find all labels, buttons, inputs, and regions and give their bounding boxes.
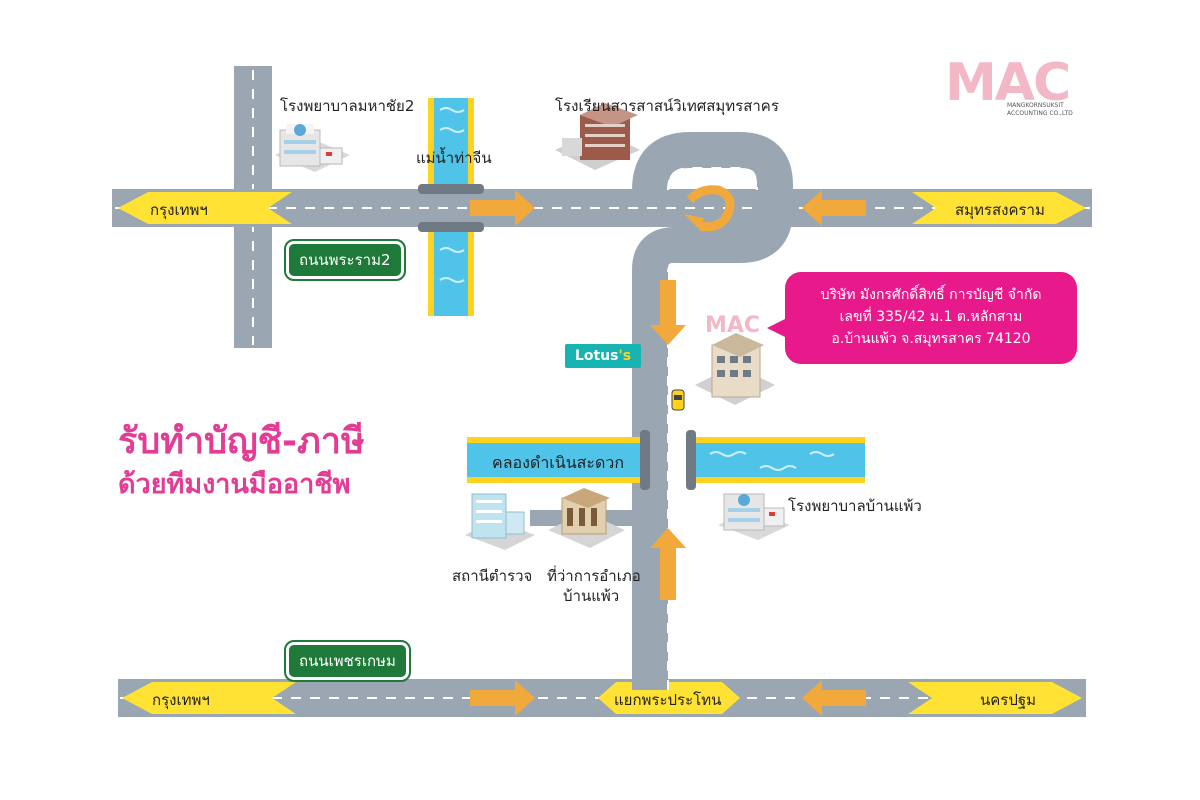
hospital-banphaeo-building-icon [718, 493, 790, 540]
logo-line1: MANGKORNSUKSIT [1007, 102, 1064, 109]
label-police-station: สถานีตำรวจ [452, 567, 533, 585]
district-office-building-icon [548, 488, 625, 548]
logo-line2: ACCOUNTING CO.,LTD [1007, 110, 1073, 117]
bottom-left-direction-label: กรุงเทพฯ [152, 691, 210, 709]
label-tha-chin-river: แม่น้ำท่าจีน [416, 149, 492, 167]
slogan-line2: ด้วยทีมงานมืออาชีพ [118, 469, 351, 500]
rama2-road [112, 189, 1092, 227]
company-address-line2: อ.บ้านแพ้ว จ.สมุทรสาคร 74120 [831, 331, 1031, 347]
small-mac-logo: MAC [705, 313, 760, 338]
bottom-intersection-label: แยกพระประโทน [614, 691, 722, 709]
school-building-icon [555, 103, 640, 170]
label-school: โรงเรียนสารสาสน์วิเทศสมุทรสาคร [555, 97, 779, 115]
bottom-right-direction-label: นครปฐม [980, 691, 1037, 709]
lotus-store-sign: Lotus's [565, 344, 641, 368]
label-hospital-mahachai: โรงพยาบาลมหาชัย2 [280, 97, 415, 115]
main-vertical-road [632, 132, 793, 690]
yellow-car-icon [671, 389, 685, 411]
damnoen-saduak-canal [467, 430, 865, 490]
company-building-icon [695, 333, 775, 405]
tha-chin-river [418, 98, 484, 316]
slogan-line1: รับทำบัญชี-ภาษี [118, 421, 365, 462]
police-station-building-icon [465, 493, 535, 550]
company-name: บริษัท มังกรศักดิ์สิทธิ์ การบัญชี จำกัด [820, 287, 1042, 303]
phetkasem-road-sign: ถนนเพชรเกษม [284, 640, 411, 682]
company-address-callout: บริษัท มังกรศักดิ์สิทธิ์ การบัญชี จำกัด … [767, 272, 1077, 364]
label-canal: คลองดำเนินสะดวก [492, 453, 625, 472]
label-district-office-line1: ที่ว่าการอำเภอ [547, 567, 641, 585]
label-district-office-line2: บ้านแพ้ว [563, 587, 620, 605]
logo-mark: MAC [945, 53, 1071, 113]
svg-text:MAC: MAC [705, 313, 760, 338]
top-left-direction-label: กรุงเทพฯ [150, 201, 208, 219]
phetkasem-road [118, 679, 1086, 717]
lotus-suffix: 's [618, 348, 632, 364]
company-address-line1: เลขที่ 335/42 ม.1 ต.หลักสาม [839, 309, 1023, 325]
rama2-road-sign: ถนนพระราม2 [284, 239, 406, 281]
hospital-mahachai-building-icon [275, 124, 350, 172]
top-right-direction-label: สมุทรสงคราม [955, 201, 1045, 219]
label-hospital-banphaeo: โรงพยาบาลบ้านแพ้ว [788, 497, 922, 515]
direction-arrows [470, 185, 866, 716]
lotus-name: Lotus [574, 348, 619, 364]
company-logo: MAC MANGKORNSUKSIT ACCOUNTING CO.,LTD [945, 55, 1090, 125]
